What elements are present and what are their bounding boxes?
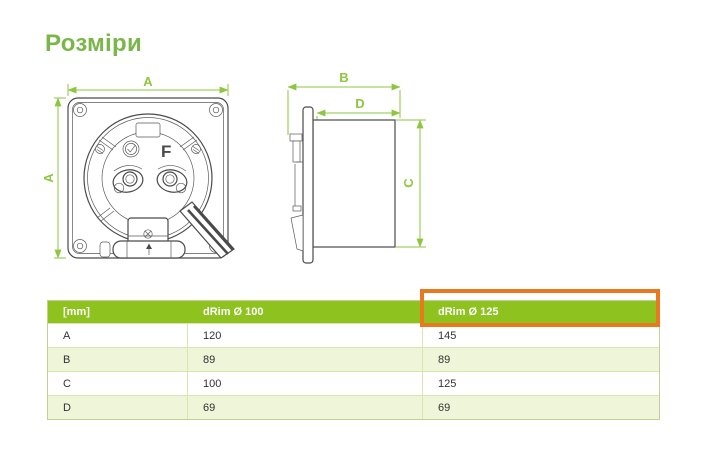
value-d125: 145 <box>438 329 457 342</box>
corner-screws <box>73 103 223 253</box>
table-header-row: [mm] dRim Ø 100 dRim Ø 125 <box>48 301 659 323</box>
header-drim-100: dRim Ø 100 <box>203 306 264 318</box>
bottom-connector <box>99 229 186 259</box>
motor-eye-left <box>112 165 144 194</box>
header-drim-125: dRim Ø 125 <box>438 306 499 318</box>
side-view: B D C <box>287 70 426 264</box>
cable-duct <box>179 201 235 259</box>
motor-letter: F <box>161 142 171 161</box>
front-view: A A <box>41 74 235 259</box>
dimensions-table: [mm] dRim Ø 100 dRim Ø 125 A 120 145 B 8… <box>47 300 660 420</box>
dimension-drawing: A A <box>41 70 426 264</box>
dim-label-side-duct-depth: D <box>355 96 364 111</box>
certification-mark-icon <box>122 140 140 158</box>
table-row: B 89 89 <box>48 347 659 371</box>
value-d100: 100 <box>188 372 423 395</box>
row-dim-label: B <box>48 348 188 371</box>
side-front-panel <box>302 106 314 264</box>
dim-label-side-total-depth: B <box>339 70 348 85</box>
row-dim-label: C <box>48 372 188 395</box>
motor-eye-right <box>156 165 188 194</box>
dim-label-front-height: A <box>41 173 56 183</box>
value-d100: 89 <box>188 348 423 371</box>
value-d125: 125 <box>438 377 457 390</box>
header-mm: [mm] <box>63 306 90 318</box>
value-d125: 69 <box>438 401 451 414</box>
table-row: C 100 125 <box>48 371 659 395</box>
row-dim-label: A <box>48 324 188 347</box>
dim-label-side-duct-diameter: C <box>401 178 416 188</box>
dim-label-front-width: A <box>143 74 153 89</box>
table-row: A 120 145 <box>48 323 659 347</box>
table-row: D 69 69 <box>48 395 659 419</box>
rim-spokes <box>96 136 198 222</box>
duct-body <box>312 119 396 248</box>
rim-screws <box>95 144 201 154</box>
value-d125: 89 <box>438 353 451 366</box>
page-title: Розміри <box>45 30 143 57</box>
row-dim-label: D <box>48 396 188 419</box>
back-mounting-details <box>289 133 304 252</box>
value-d100: 120 <box>188 324 423 347</box>
value-d100: 69 <box>188 396 423 419</box>
